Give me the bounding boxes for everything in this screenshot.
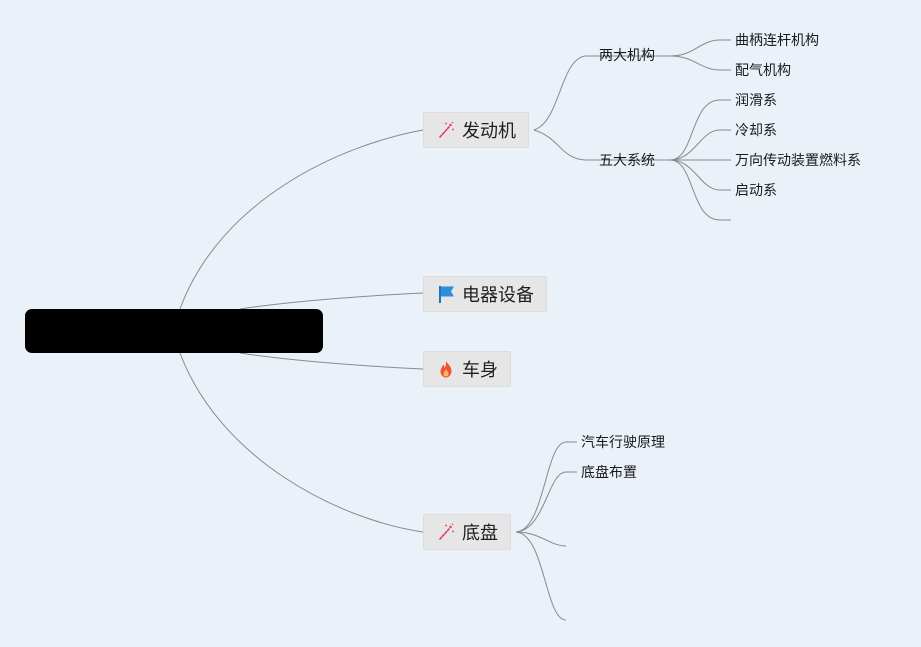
topic-electrical[interactable]: 电器设备 (423, 276, 547, 312)
topic-chassis-label: 底盘 (462, 523, 498, 544)
fire-icon (436, 359, 456, 379)
link-root-electrical (239, 292, 424, 310)
subtopic-chassis-layout[interactable]: 底盘布置 (581, 465, 637, 481)
link-chassis-empty2 (515, 531, 567, 621)
topic-chassis[interactable]: 底盘 (423, 514, 511, 550)
magic-wand-icon (436, 120, 456, 140)
link-engine-two (533, 55, 586, 131)
leaf-valve-mechanism[interactable]: 配气机构 (735, 63, 791, 79)
link-chassis-drive (515, 441, 577, 533)
subtopic-driving-principle[interactable]: 汽车行驶原理 (581, 435, 665, 451)
central-topic[interactable] (25, 309, 323, 353)
flag-icon (436, 284, 456, 304)
link-five-lube (669, 99, 731, 161)
topic-engine-label: 发动机 (462, 121, 516, 142)
link-engine-five (533, 129, 586, 161)
topic-body[interactable]: 车身 (423, 351, 511, 387)
subtopic-two-mechanisms[interactable]: 两大机构 (599, 48, 655, 64)
link-root-body (239, 352, 424, 370)
link-root-chassis (179, 352, 424, 533)
leaf-crank-mechanism[interactable]: 曲柄连杆机构 (735, 33, 819, 49)
leaf-cooling-system[interactable]: 冷却系 (735, 123, 777, 139)
leaf-lubrication-system[interactable]: 润滑系 (735, 93, 777, 109)
topic-body-label: 车身 (462, 360, 498, 381)
link-chassis-layout (515, 471, 577, 533)
leaf-fuel-system[interactable]: 万向传动装置燃料系 (735, 153, 861, 169)
leaf-starting-system[interactable]: 启动系 (735, 183, 777, 199)
link-five-start (669, 159, 731, 191)
topic-engine[interactable]: 发动机 (423, 112, 529, 148)
link-five-empty (669, 159, 731, 221)
link-chassis-empty1 (515, 531, 567, 547)
link-two-crank (669, 39, 731, 57)
link-root-engine (179, 129, 424, 310)
topic-electrical-label: 电器设备 (462, 285, 534, 306)
link-five-cool (669, 129, 731, 161)
magic-wand-icon (436, 522, 456, 542)
link-two-valve (669, 55, 731, 71)
subtopic-five-systems[interactable]: 五大系统 (599, 153, 655, 169)
